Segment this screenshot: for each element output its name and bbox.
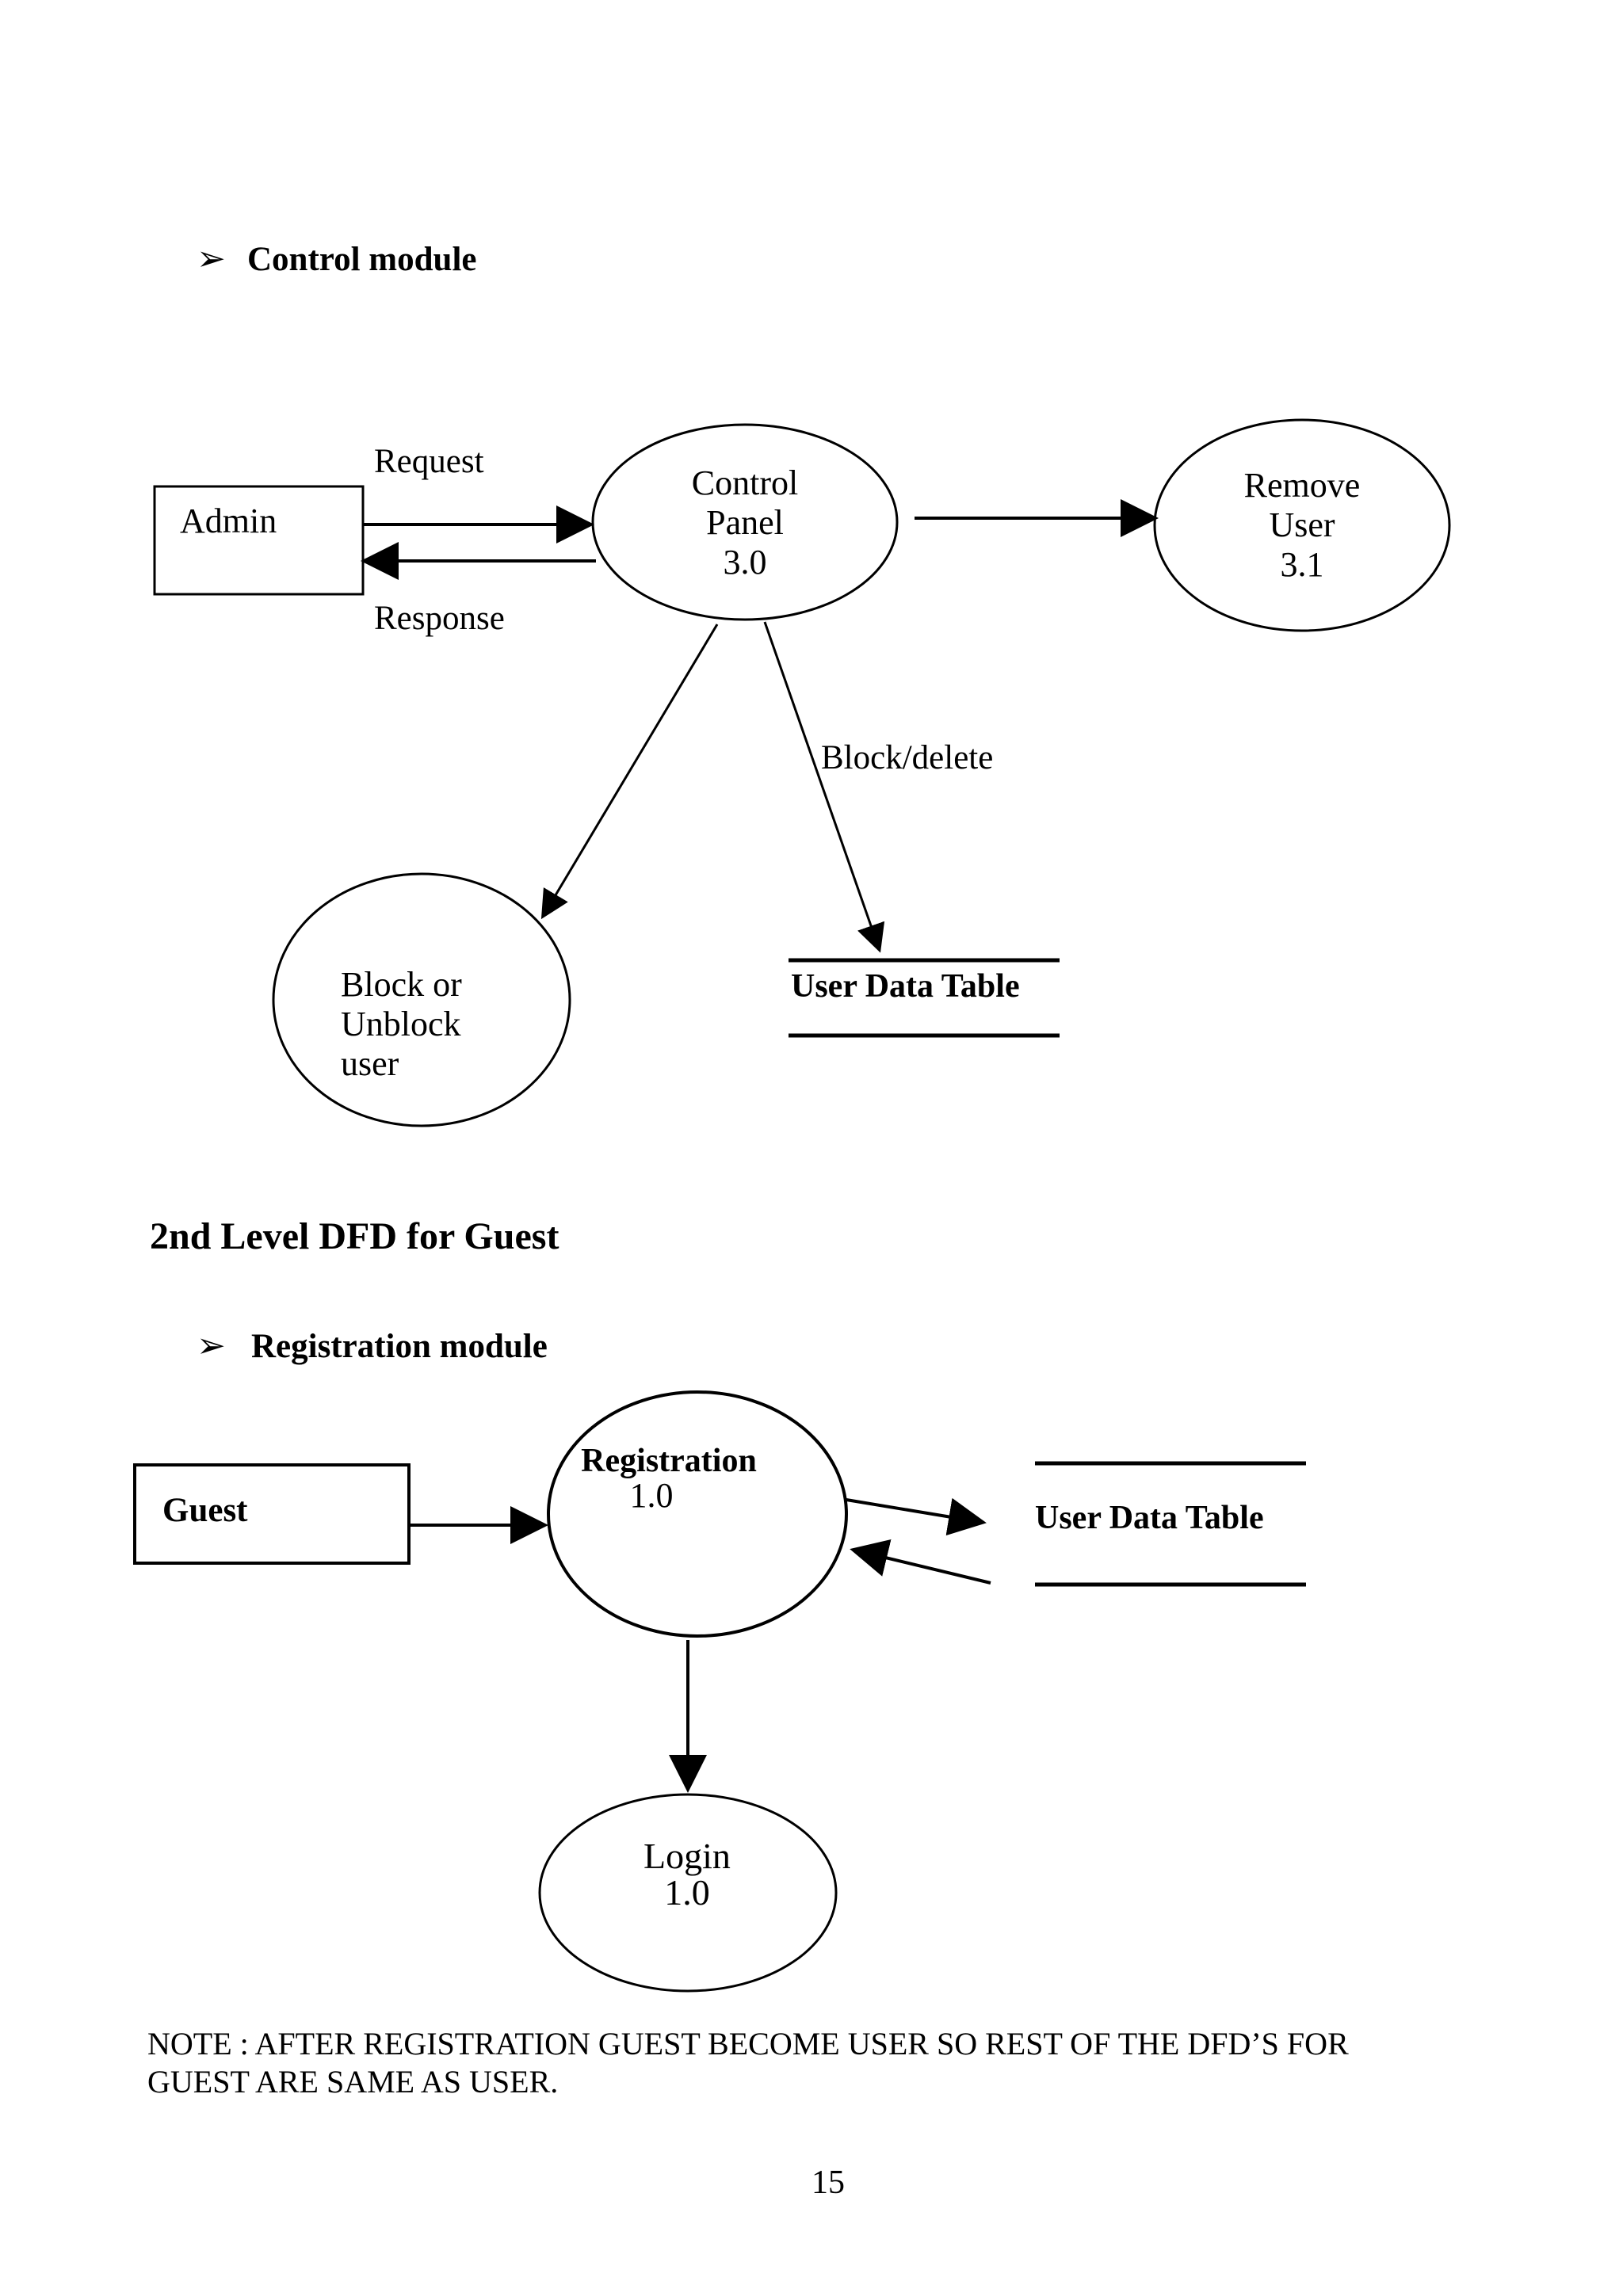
table-to-registration-arrow [850, 1539, 991, 1585]
guest-entity-label: Guest [162, 1492, 248, 1529]
registration-module-label: Registration module [251, 1328, 548, 1365]
control-module-label: Control module [247, 241, 477, 278]
login-process-label: Login [643, 1836, 731, 1876]
request-flow-label: Request [374, 443, 484, 480]
login-process-number: 1.0 [664, 1872, 710, 1913]
registration-process-label: Registration [581, 1443, 757, 1479]
admin-entity-box [153, 485, 365, 596]
control-panel-process-label: Control Panel 3.0 [691, 463, 799, 582]
admin-entity-label: Admin [180, 502, 277, 540]
registration-to-table-arrow [846, 1497, 987, 1536]
user-data-table-label-1: User Data Table [791, 968, 1020, 1005]
block-unblock-ellipse [272, 872, 571, 1127]
guest-section-heading: 2nd Level DFD for Guest [150, 1215, 559, 1257]
registration-ellipse [547, 1390, 848, 1638]
registration-process-number: 1.0 [629, 1476, 674, 1515]
guest-entity-box [133, 1463, 411, 1565]
response-flow-label: Response [374, 600, 505, 637]
block-unblock-process-label: Block or Unblock user [341, 965, 462, 1083]
note-text-line1: NOTE : AFTER REGISTRATION GUEST BECOME U… [147, 2026, 1349, 2061]
page-number: 15 [812, 2164, 845, 2201]
control-to-table-arrow [763, 621, 885, 953]
control-module-bullet-icon: ➢ [197, 238, 226, 279]
login-ellipse [538, 1793, 838, 1993]
control-to-block-arrow [540, 624, 719, 920]
note-text-line2: GUEST ARE SAME AS USER. [147, 2064, 559, 2100]
block-delete-flow-label: Block/delete [821, 739, 994, 776]
registration-module-bullet-icon: ➢ [197, 1325, 226, 1366]
remove-user-process-label: Remove User 3.1 [1243, 466, 1361, 584]
user-data-table-label-2: User Data Table [1035, 1500, 1264, 1536]
